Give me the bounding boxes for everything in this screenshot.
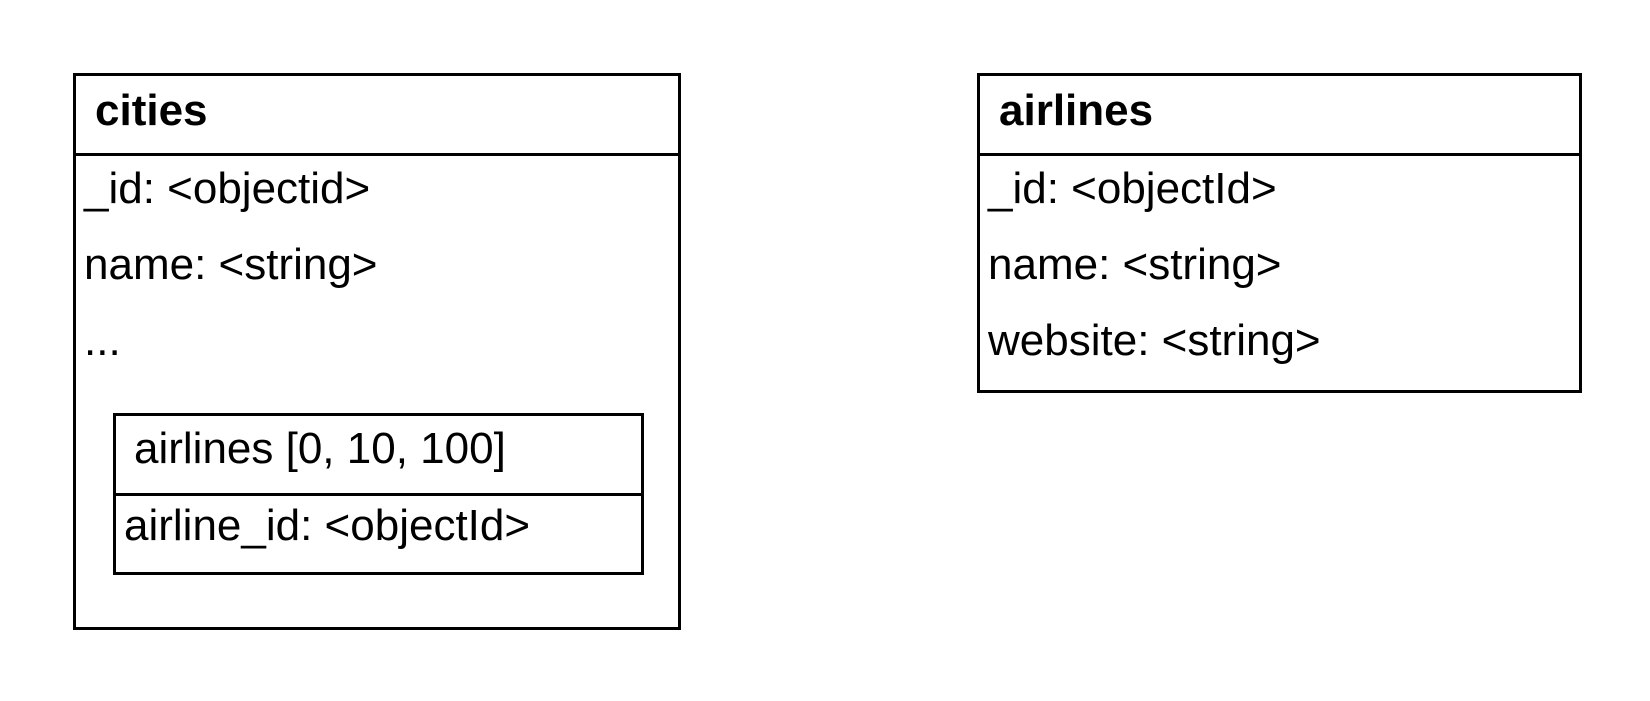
airlines-field-name: name: <string> [988, 240, 1282, 289]
airlines-entity-title: airlines [980, 76, 1579, 156]
airlines-field-id: _id: <objectId> [988, 164, 1277, 213]
cities-entity: cities _id: <objectid> name: <string> ..… [73, 73, 681, 630]
embedded-airlines-array: airlines [0, 10, 100] airline_id: <objec… [113, 413, 644, 575]
cities-field-ellipsis: ... [84, 316, 121, 365]
cities-field-name: name: <string> [84, 240, 378, 289]
embedded-airlines-title: airlines [0, 10, 100] [116, 416, 641, 496]
cities-field-id: _id: <objectid> [84, 164, 371, 213]
airlines-field-website: website: <string> [988, 316, 1321, 365]
cities-entity-title: cities [76, 76, 678, 156]
airlines-entity: airlines _id: <objectId> name: <string> … [977, 73, 1582, 393]
embedded-field-airline-id: airline_id: <objectId> [124, 501, 531, 550]
